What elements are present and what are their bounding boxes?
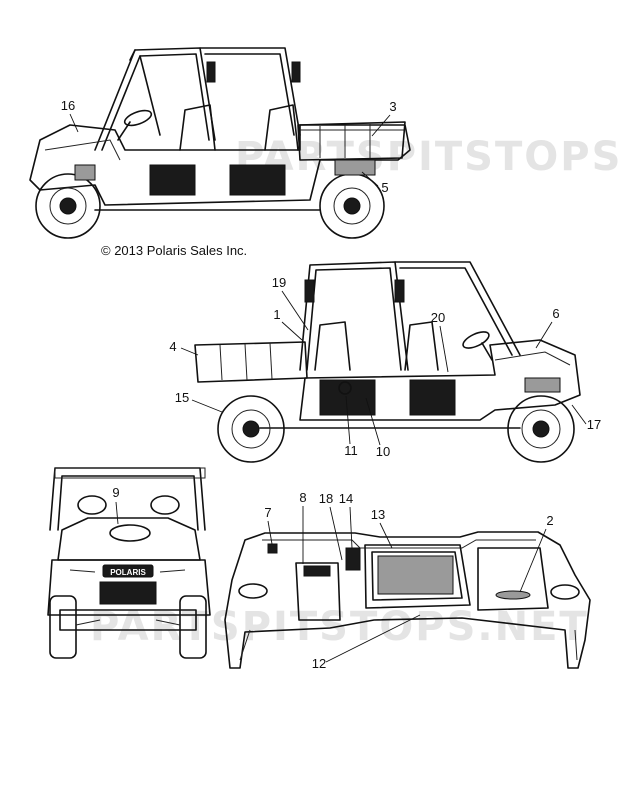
callout-14: 14 xyxy=(339,491,353,506)
callout-7: 7 xyxy=(264,505,271,520)
callout-11: 11 xyxy=(344,443,358,458)
callout-4: 4 xyxy=(169,339,176,354)
callout-10: 10 xyxy=(376,444,390,459)
vehicle-side-view-left xyxy=(29,47,411,239)
callout-19: 19 xyxy=(272,275,286,290)
callout-9: 9 xyxy=(112,485,119,500)
copyright-text: © 2013 Polaris Sales Inc. xyxy=(101,243,247,258)
callout-20: 20 xyxy=(431,310,445,325)
vehicle-side-view-right xyxy=(194,261,581,463)
callout-18: 18 xyxy=(319,491,333,506)
watermark-top: PARTSPITSTOPS.NET xyxy=(235,134,625,180)
callout-6: 6 xyxy=(552,306,559,321)
callout-13: 13 xyxy=(371,507,385,522)
vehicle-front-view: POLARIS xyxy=(47,467,211,659)
callouts-view-4: 7 8 18 14 13 2 12 xyxy=(264,490,553,671)
callout-12: 12 xyxy=(312,656,326,671)
callout-1: 1 xyxy=(273,307,280,322)
callout-15: 15 xyxy=(175,390,189,405)
callout-17: 17 xyxy=(587,417,601,432)
grille-badge: POLARIS xyxy=(110,568,146,577)
callout-8: 8 xyxy=(299,490,306,505)
callout-5: 5 xyxy=(381,180,388,195)
callouts-view-1: 16 3 5 xyxy=(61,98,397,195)
dash-panel-view xyxy=(224,531,591,669)
callouts-view-3: 9 xyxy=(112,485,120,525)
callout-3: 3 xyxy=(389,99,396,114)
callouts-view-2: 19 1 20 6 4 15 11 10 17 xyxy=(169,275,601,459)
callout-16: 16 xyxy=(61,98,75,113)
callout-2: 2 xyxy=(546,513,553,528)
